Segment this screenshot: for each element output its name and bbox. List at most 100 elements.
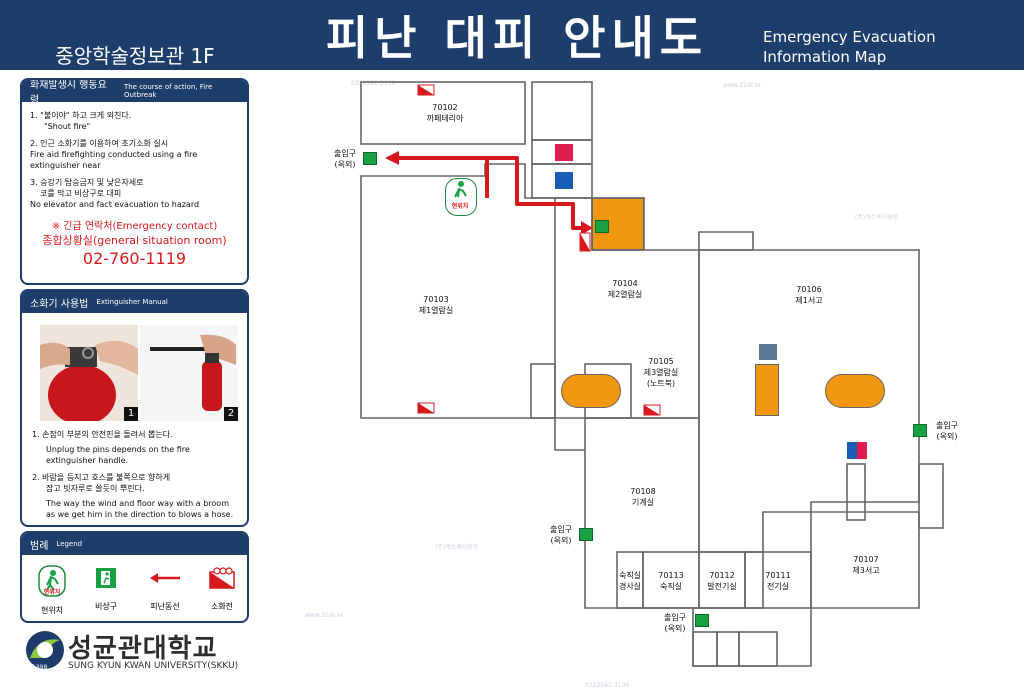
ext-step1-ko: 1. 손잡이 부분의 안전핀을 돌려서 뽑는다.	[32, 430, 173, 439]
watermark: www.31sk.kr	[723, 82, 762, 89]
fire-hydrant-icon	[417, 402, 435, 414]
university-name-ko: 성균관대학교	[68, 634, 218, 664]
fire-step2-en-2: extinguisher near	[30, 161, 101, 170]
fire-step3-ko-2: 코를 막고 비상구로 대피	[40, 189, 122, 198]
room-70103: 70103 제1열람실	[418, 295, 454, 315]
route-arrow-head	[385, 151, 399, 165]
extinguisher-panel-title-en: Extinguisher Manual	[96, 298, 168, 306]
fire-hydrant-icon	[209, 567, 235, 589]
exit-label-south: 출입구 (옥외)	[663, 613, 687, 633]
emergency-phone: 02-760-1119	[82, 249, 187, 268]
fire-hydrant-icon	[643, 404, 661, 416]
emergency-contact-label: ※ 긴급 연락처(Emergency contact)	[51, 221, 218, 232]
extinguisher-panel-title: 소화기 사용법	[30, 298, 89, 310]
legend-item-you-are-here: 현위치 현위치	[32, 565, 72, 616]
legend-title: 범례	[30, 540, 49, 552]
emergency-exit-icon	[96, 568, 116, 588]
legend-label-route: 피난동선	[150, 602, 180, 611]
restroom-male-icon	[555, 172, 573, 189]
stair-center	[561, 374, 621, 408]
legend-panel: 범례 Legend 현위치 현위치 비상구 피난동선	[20, 531, 249, 623]
english-title: Emergency Evacuation Information Map	[763, 27, 936, 67]
legend-label-hydrant: 소화전	[210, 602, 234, 611]
floor-map: 0322561-3136 www.31sk.kr (주)캐스케이휴방 (주)캐스…	[255, 72, 1024, 689]
ext-step2-ko-2: 잡고 빗자루로 쓸듯이 뿌린다.	[46, 484, 145, 493]
legend-label-exit: 비상구	[94, 602, 118, 611]
header-bar	[0, 0, 1024, 70]
room-70105: 70105 제3열람실 (노트북)	[643, 357, 679, 388]
legend-item-hydrant: 소화전	[200, 567, 244, 612]
photo-number-2: 2	[224, 407, 238, 421]
stair-east	[825, 374, 885, 408]
legend-item-route: 피난동선	[140, 567, 190, 612]
extinguisher-panel-header: 소화기 사용법 Extinguisher Manual	[22, 291, 247, 313]
photo-number-1: 1	[124, 407, 138, 421]
exit-label-west: 출입구 (옥외)	[333, 149, 357, 169]
fire-panel-header: 화재발생시 행동요령 The course of action, Fire Ou…	[22, 80, 247, 106]
exit-label-east: 출입구 (옥외)	[935, 421, 959, 441]
skku-logo: 1398	[24, 628, 66, 674]
ext-step2-ko-1: 2. 바람을 등지고 호스를 불쪽으로 향하게	[32, 473, 171, 482]
building-floor-label: 중앙학술정보관 1F	[55, 44, 215, 68]
you-are-here-label: 현위치	[451, 203, 469, 210]
evacuation-route	[385, 151, 593, 235]
fire-step1-en: "Shout fire"	[44, 122, 91, 131]
extinguisher-panel: 소화기 사용법 Extinguisher Manual 1 2 1. 손잡이 부…	[20, 289, 249, 527]
extinguisher-photo-1: 1	[40, 325, 138, 421]
elevator-icon	[759, 344, 777, 360]
extinguisher-spray-illustration	[140, 325, 238, 421]
skku-year: 1398	[32, 664, 48, 671]
room-70106: 70106 제1서고	[795, 285, 823, 305]
legend-label-you-are-here: 현위치	[40, 606, 64, 615]
exit-sign-icon	[913, 424, 927, 437]
extinguisher-pin-illustration	[40, 325, 138, 421]
watermark: (주)캐스케이휴방	[855, 214, 899, 221]
you-are-here-icon	[38, 565, 66, 597]
ext-step1-en-1: Unplug the pins depends on the fire	[46, 445, 190, 454]
legend-item-exit: 비상구	[86, 567, 126, 612]
room-70113: 70113 숙직실	[658, 571, 684, 591]
page-title: 피난 대피 안내도	[325, 11, 709, 65]
fire-step2-en-1: Fire aid firefighting conducted using a …	[30, 150, 198, 159]
watermark: (주)캐스케이휴방	[435, 544, 479, 551]
fire-hydrant-icon	[417, 84, 435, 96]
fire-panel-title-en: The course of action, Fire Outbreak	[123, 83, 213, 99]
ext-step1-en-2: extinguisher handle.	[46, 456, 129, 465]
room-70102: 70102 까페테리아	[426, 103, 464, 123]
fire-action-panel: 화재발생시 행동요령 The course of action, Fire Ou…	[20, 78, 249, 285]
room-70107: 70107 제3서고	[852, 555, 880, 575]
restroom-male-icon	[847, 442, 857, 459]
exit-sign-icon	[579, 528, 593, 541]
fire-step2-ko: 2. 인근 소화기를 이용하여 초기소화 실시	[30, 139, 169, 148]
watermark: www.31sk.kr	[305, 612, 344, 619]
room-70111: 70111 전기실	[765, 571, 791, 591]
restroom-female-icon	[857, 442, 867, 459]
exit-label-south-west: 출입구 (옥외)	[549, 525, 573, 545]
english-title-line2: Information Map	[763, 48, 887, 66]
ext-step2-en-1: The way the wind and floor way with a br…	[46, 499, 229, 508]
fire-step3-ko-1: 3. 승강기 탑승금지 및 낮은자세로	[30, 178, 144, 187]
skku-emblem-icon	[26, 631, 64, 669]
legend-header: 범례 Legend	[22, 533, 247, 555]
fire-panel-title: 화재발생시 행동요령	[30, 80, 107, 106]
exit-sign-icon	[363, 152, 377, 165]
watermark: 0322561-3136	[351, 80, 396, 87]
stair-right	[755, 364, 779, 416]
room-70108: 70108 기계실	[630, 487, 656, 507]
exit-sign-icon	[595, 220, 609, 233]
room-70104: 70104 제2열람실	[607, 279, 643, 299]
university-name-en: SUNG KYUN KWAN UNIVERSITY(SKKU)	[68, 661, 239, 671]
fire-hydrant-icon	[579, 232, 591, 252]
room-guard: 숙직실 경사실	[618, 571, 642, 591]
you-are-here-marker: 현위치	[445, 178, 477, 216]
you-are-here-badge: 현위치	[43, 589, 61, 596]
evacuation-route-arrow-icon	[150, 573, 180, 583]
situation-room-label: 종합상황실(general situation room)	[42, 234, 227, 247]
english-title-line1: Emergency Evacuation	[763, 28, 936, 46]
running-person-icon	[454, 181, 467, 198]
exit-sign-icon	[695, 614, 709, 627]
room-70112: 70112 발전기실	[707, 571, 737, 591]
restroom-female-icon	[555, 144, 573, 161]
extinguisher-photo-2: 2	[140, 325, 238, 421]
fire-step1-ko: 1. "불이야" 하고 크게 외친다.	[30, 111, 132, 120]
